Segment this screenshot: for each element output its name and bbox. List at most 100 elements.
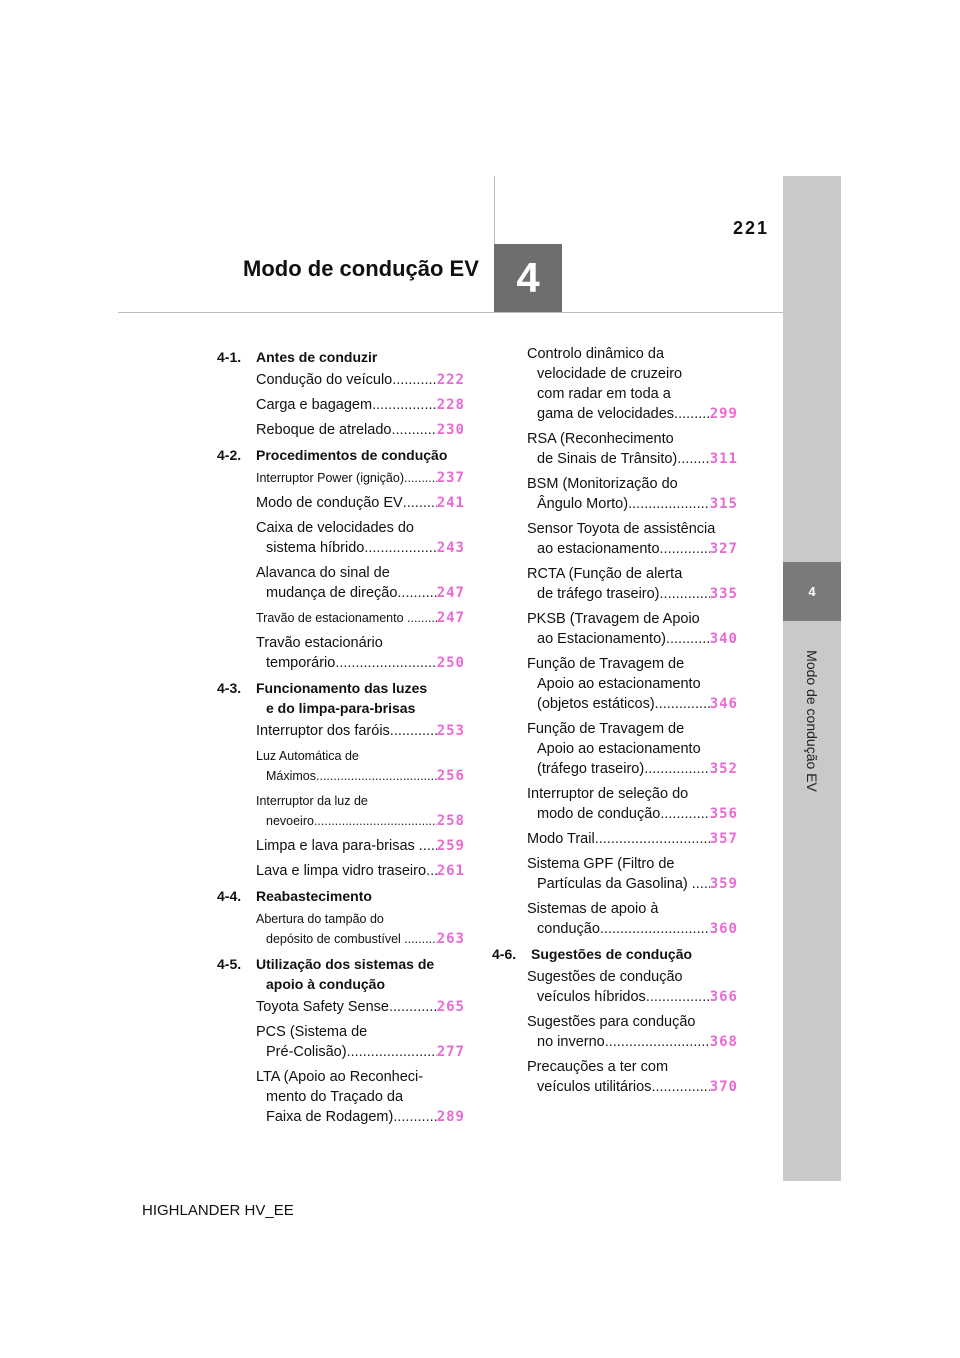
toc-page-link[interactable]: 258 (436, 813, 465, 829)
toc-entry[interactable]: Sistemas de apoio àcondução360 (492, 899, 738, 939)
side-tab-label-container: Modo de condução EV (783, 626, 841, 816)
toc-page-link[interactable]: 230 (436, 422, 465, 438)
toc-entry[interactable]: Carga e bagagem228 (217, 395, 465, 415)
toc-entry-text: de Sinais de Trânsito) (537, 451, 678, 467)
toc-page-link[interactable]: 352 (709, 761, 738, 777)
toc-page-link[interactable]: 346 (709, 696, 738, 712)
toc-page-link[interactable]: 241 (436, 495, 465, 511)
toc-page-link[interactable]: 222 (436, 372, 465, 388)
toc-page-link[interactable]: 263 (436, 931, 465, 947)
toc-page-link[interactable]: 228 (436, 397, 465, 413)
toc-page-link[interactable]: 359 (709, 876, 738, 892)
toc-entry-line: (tráfego traseiro) 352 (527, 759, 738, 779)
toc-entry[interactable]: Modo Trail357 (492, 829, 738, 849)
toc-entry[interactable]: Interruptor dos faróis 253 (217, 721, 465, 741)
toc-leader-dots (646, 987, 710, 1007)
toc-entry[interactable]: Interruptor da luz denevoeiro258 (217, 791, 465, 831)
toc-page-link[interactable]: 357 (709, 831, 738, 847)
toc-entry[interactable]: Condução do veículo222 (217, 370, 465, 390)
toc-entry-line: ao estacionamento327 (527, 539, 738, 559)
toc-page-link[interactable]: 259 (436, 838, 465, 854)
toc-entry-text: nevoeiro (266, 814, 314, 828)
toc-entry-line: Reboque de atrelado230 (256, 420, 465, 440)
toc-entry-text: Ângulo Morto) (537, 496, 629, 512)
toc-entry[interactable]: Lava e limpa vidro traseiro261 (217, 861, 465, 881)
toc-entry-text: velocidade de cruzeiro (537, 366, 683, 382)
toc-entry-line: Carga e bagagem228 (256, 395, 465, 415)
toc-leader-dots (314, 811, 437, 831)
toc-entry-text: Interruptor Power (ignição). (256, 471, 408, 485)
toc-entry[interactable]: Luz Automática deMáximos256 (217, 746, 465, 786)
toc-entry[interactable]: Interruptor Power (ignição). 237 (217, 468, 465, 488)
toc-page-link[interactable]: 368 (709, 1034, 738, 1050)
toc-page-link[interactable]: 247 (436, 585, 465, 601)
toc-section-number: 4-3. (217, 680, 242, 696)
toc-entry[interactable]: Toyota Safety Sense265 (217, 997, 465, 1017)
toc-leader-dots (600, 919, 710, 939)
toc-leader-dots (427, 836, 437, 856)
toc-page-link[interactable]: 327 (709, 541, 738, 557)
toc-page-link[interactable]: 356 (709, 806, 738, 822)
toc-entry[interactable]: Limpa e lava para-brisas ..259 (217, 836, 465, 856)
toc-leader-dots (391, 420, 436, 440)
toc-page-link[interactable]: 360 (709, 921, 738, 937)
toc-leader-dots (677, 449, 709, 469)
toc-leader-dots (390, 721, 437, 741)
toc-page-link[interactable]: 247 (436, 610, 465, 626)
toc-leader-dots (644, 759, 710, 779)
toc-leader-dots (595, 829, 710, 849)
toc-entry-text: com radar em toda a (537, 386, 671, 402)
toc-page-link[interactable]: 243 (436, 540, 465, 556)
chapter-title: Modo de condução EV (243, 256, 479, 281)
toc-page-link[interactable]: 277 (436, 1044, 465, 1060)
toc-entry-line: ao Estacionamento)340 (527, 629, 738, 649)
toc-page-link[interactable]: 370 (709, 1079, 738, 1095)
toc-page-link[interactable]: 340 (709, 631, 738, 647)
toc-entry-text: sistema híbrido (266, 540, 365, 556)
toc-leader-dots (407, 468, 436, 488)
toc-entry[interactable]: Travão estacionáriotemporário250 (217, 633, 465, 673)
toc-page-link[interactable]: 366 (709, 989, 738, 1005)
toc-page-link[interactable]: 250 (436, 655, 465, 671)
toc-entry-line: Limpa e lava para-brisas ..259 (256, 836, 465, 856)
toc-page-link[interactable]: 311 (709, 451, 738, 467)
toc-entry-text: Travão estacionário (256, 635, 383, 651)
toc-page-link[interactable]: 335 (709, 586, 738, 602)
toc-entry-text: Sensor Toyota de assistência (527, 521, 716, 537)
toc-page-link[interactable]: 289 (436, 1109, 465, 1125)
toc-entry-text: (tráfego traseiro) (537, 761, 645, 777)
toc-entry[interactable]: Travão de estacionamento .247 (217, 608, 465, 628)
toc-entry-line: Lava e limpa vidro traseiro261 (256, 861, 465, 881)
toc-page-link[interactable]: 261 (436, 863, 465, 879)
toc-page-link[interactable]: 315 (709, 496, 738, 512)
toc-page-link[interactable]: 237 (436, 470, 465, 486)
toc-section-heading: 4-6.Sugestões de condução (492, 944, 738, 964)
toc-entry[interactable]: Reboque de atrelado230 (217, 420, 465, 440)
toc-page-link[interactable]: 265 (436, 999, 465, 1015)
toc-entry[interactable]: Modo de condução EV241 (217, 493, 465, 513)
toc-entry-text: Interruptor dos faróis (256, 723, 390, 739)
toc-page-link[interactable]: 256 (436, 768, 465, 784)
toc-page-link[interactable]: 299 (709, 406, 738, 422)
toc-entry-text: gama de velocidades (537, 406, 675, 422)
toc-page-link[interactable]: 253 (436, 723, 465, 739)
toc-entry[interactable]: Sensor Toyota de assistência ao estaciona… (492, 519, 738, 559)
toc-entry[interactable]: LTA (Apoio ao Reconheci-mento do Traçado… (217, 1067, 465, 1127)
